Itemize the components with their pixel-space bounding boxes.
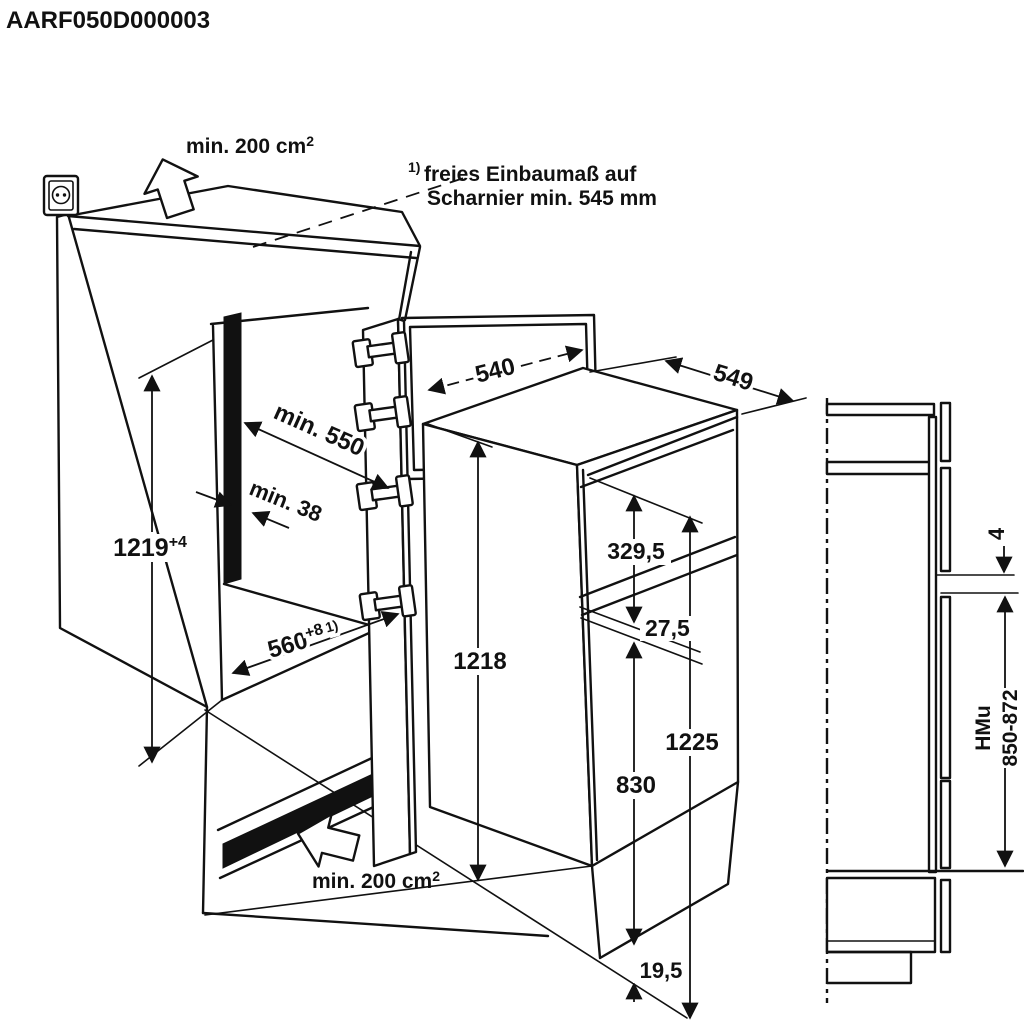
vent-area-top-label: min. 200 cm2 — [186, 133, 314, 158]
vent-area-bottom-label: min. 200 cm2 — [312, 868, 440, 893]
dim-rear-gap-label: min. 38 — [246, 475, 326, 527]
hinge-icon — [351, 331, 410, 369]
airflow-up-arrow — [143, 158, 199, 220]
dim-appliance-depth-label: 549 — [710, 359, 756, 397]
power-socket-icon — [42, 174, 80, 217]
dim-lower-door-label: 830 — [616, 772, 656, 799]
dim-top-gap-label: 4 — [984, 527, 1009, 540]
dim-height-total-label: 1225 — [665, 729, 718, 756]
dim-niche-height-label: 1219+4 — [113, 534, 187, 562]
dim-door-width-label: 540 — [472, 353, 517, 389]
dim-mount-range-label: 850-872 — [999, 689, 1022, 766]
drawing-title: AARF050D000003 — [6, 7, 210, 34]
airflow-in-arrow — [296, 812, 361, 868]
dim-niche-width-label: 560+81) — [264, 617, 343, 664]
floor-reference-lines — [204, 709, 688, 1019]
dim-mount-label: HMu — [972, 705, 995, 751]
side-section-drawing — [825, 398, 1024, 1003]
dim-base-gap-label: 19,5 — [640, 958, 683, 983]
dim-depth-clearance-label: min. 550 — [270, 398, 369, 462]
cabinet-column-drawing — [55, 184, 550, 938]
dim-height-hinge-side-label: 1218 — [453, 648, 506, 675]
dim-freezer-door-label: 329,5 — [607, 538, 665, 564]
dim-door-gap-label: 27,5 — [645, 615, 690, 641]
